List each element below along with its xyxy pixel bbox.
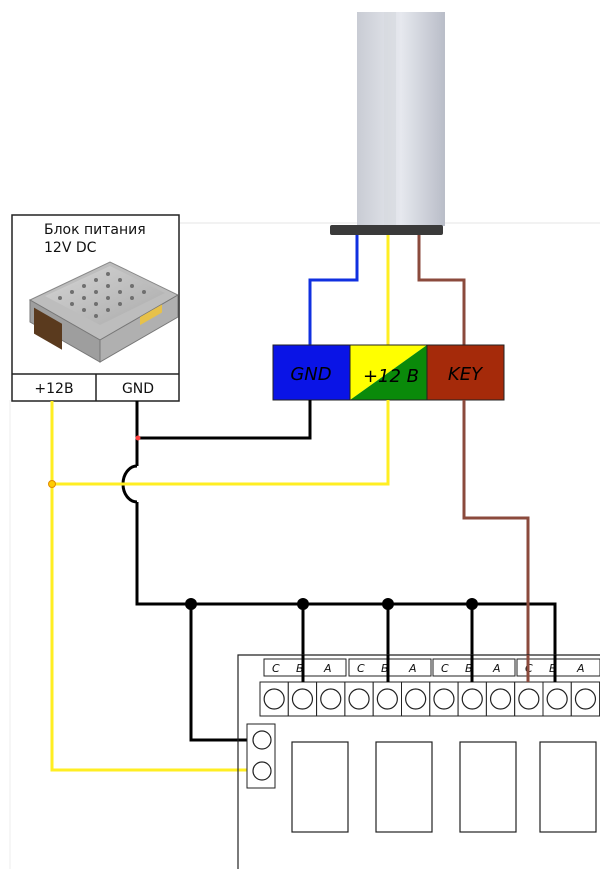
relay-4: [539, 741, 597, 833]
group3-c: C: [441, 662, 449, 675]
junction-plus: [48, 480, 56, 488]
group2-c: C: [357, 662, 365, 675]
terminal-screw: [546, 688, 568, 710]
wire-gnd-bus: [135, 502, 557, 655]
terminal-block: [259, 681, 600, 717]
wire-plus-psu: [50, 401, 250, 772]
group3-a: A: [492, 662, 501, 675]
group1-a: A: [323, 662, 332, 675]
gnd-junctions: [185, 598, 478, 610]
connector-plus-green: [350, 345, 427, 400]
group3-b: B: [465, 662, 473, 675]
psu-terminal-gnd: GND: [122, 381, 154, 397]
relay-3: [459, 741, 517, 833]
terminal-screw: [348, 688, 370, 710]
terminal-screw: [376, 688, 398, 710]
power-terminal: [246, 723, 276, 789]
group1-c: C: [272, 662, 280, 675]
terminal-screw: [320, 688, 342, 710]
connector-gnd: [272, 344, 351, 401]
connector-plus-label: +12 В: [363, 366, 419, 387]
group4-a: A: [576, 662, 585, 675]
group2-b: B: [381, 662, 389, 675]
relay-2: [375, 741, 433, 833]
terminal-screw: [263, 688, 285, 710]
group4-b: B: [549, 662, 557, 675]
wire-gnd-main: [135, 400, 312, 466]
wire-plus-main: [52, 400, 390, 486]
terminal-screw: [433, 688, 455, 710]
wire-gnd-to-terminal: [189, 604, 250, 742]
terminal-screw: [518, 688, 540, 710]
terminal-screw: [574, 688, 597, 710]
terminal-screw: [291, 688, 314, 710]
wire-blue: [308, 235, 359, 345]
relay-board: C B A C B A C B A C B A: [237, 654, 600, 869]
psu-image: [28, 261, 180, 363]
connector-block: GND +12 В KEY: [272, 344, 505, 401]
wire-key: [462, 400, 530, 655]
group1-b: B: [296, 662, 304, 675]
psu-title-line2: 12V DC: [44, 240, 97, 256]
group2-a: A: [408, 662, 417, 675]
psu-terminal-plus: +12В: [34, 381, 73, 397]
wire-brown-top: [417, 235, 466, 345]
connector-key-label: KEY: [448, 364, 484, 385]
junction-red: [135, 435, 141, 441]
psu-title-line1: Блок питания: [44, 222, 146, 238]
connector-gnd-label: GND: [290, 364, 331, 385]
terminal-screw: [405, 688, 427, 710]
reader-post: [330, 12, 445, 235]
connector-key: [426, 344, 505, 401]
relay-1: [291, 741, 349, 833]
power-supply: Блок питания 12V DC +12В GND: [11, 214, 180, 402]
terminal-screw: [461, 688, 483, 710]
terminal-screw: [489, 688, 512, 710]
